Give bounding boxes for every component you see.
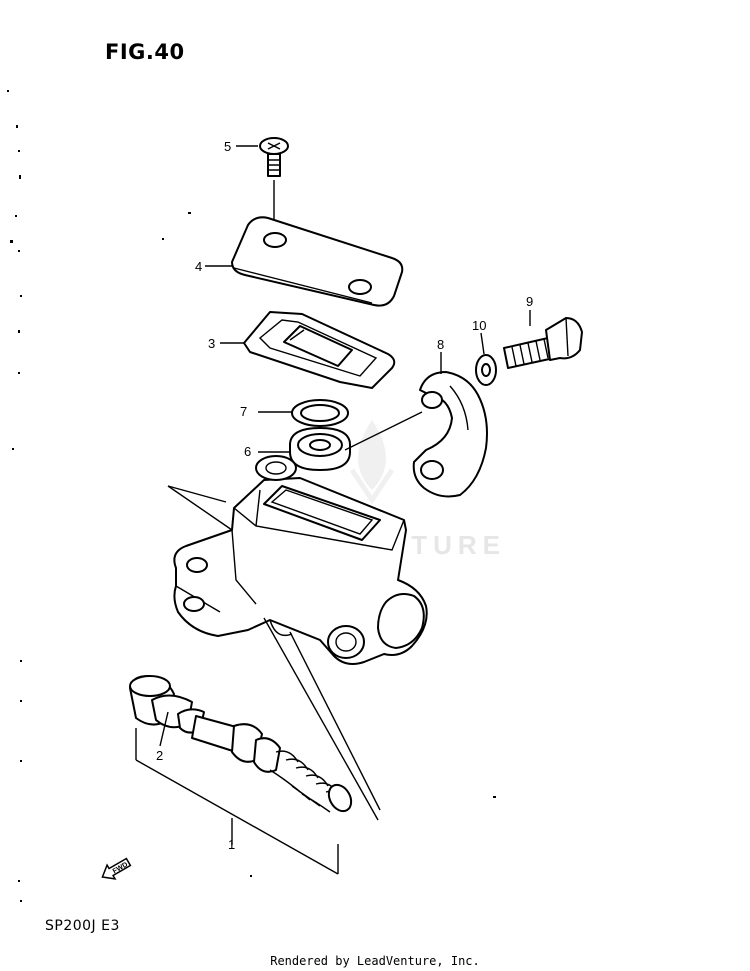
watermark-logo	[349, 420, 395, 505]
figure-title: FIG.40	[105, 40, 185, 64]
callout-4: 4	[195, 259, 202, 274]
fwd-arrow: FWD	[101, 857, 132, 880]
callout-3: 3	[208, 336, 215, 351]
scan-specks	[7, 90, 496, 902]
callout-7: 7	[240, 404, 247, 419]
callout-1: 1	[228, 837, 235, 852]
callout-10: 10	[472, 318, 486, 333]
fwd-label: FWD	[112, 861, 129, 875]
part-9-bolt	[503, 317, 583, 369]
piston-assembly	[129, 675, 353, 813]
callout-8: 8	[437, 337, 444, 352]
footer-credit: Rendered by LeadVenture, Inc.	[270, 954, 480, 968]
leader-lines	[159, 145, 531, 747]
part-10-washer	[475, 354, 497, 386]
callout-numbers: 1 2 3 4 5 6 7 8 9 10	[156, 139, 533, 852]
model-code: SP200J E3	[45, 918, 120, 934]
part-7-ring	[291, 399, 349, 427]
callout-6: 6	[244, 444, 251, 459]
callout-5: 5	[224, 139, 231, 154]
part-1-bracket	[135, 728, 339, 875]
part-6-plate	[289, 427, 351, 471]
part-5-screw	[259, 137, 289, 228]
part-8-clamp	[344, 371, 488, 498]
callout-2: 2	[156, 748, 163, 763]
part-4-reservoir-cap	[231, 216, 404, 307]
callout-9: 9	[526, 294, 533, 309]
part-3-diaphragm	[243, 311, 396, 389]
master-cylinder-body	[167, 455, 428, 821]
